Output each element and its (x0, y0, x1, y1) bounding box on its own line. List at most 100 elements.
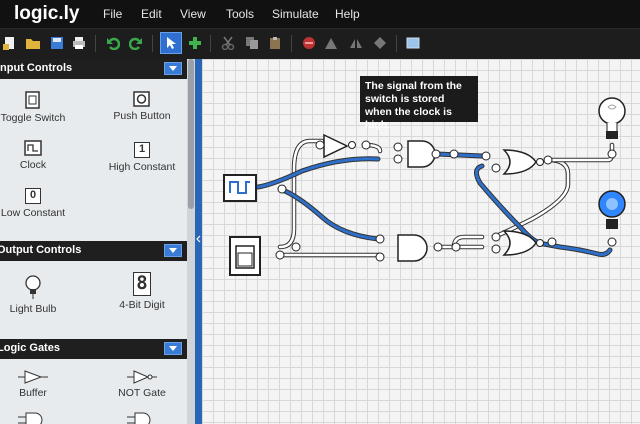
not-gate[interactable] (323, 133, 356, 159)
palette-light-bulb[interactable]: Light Bulb (0, 274, 78, 315)
connector[interactable] (491, 244, 501, 254)
paste-icon[interactable] (266, 34, 284, 52)
section-output-controls[interactable]: Output Controls (0, 241, 187, 261)
item-label: Low Constant (0, 207, 66, 219)
menu-edit[interactable]: Edit (141, 7, 162, 21)
palette-and-gate[interactable] (0, 412, 78, 424)
panel-splitter[interactable] (195, 59, 202, 424)
item-label: Light Bulb (9, 303, 57, 315)
connector[interactable] (315, 140, 325, 150)
item-label: High Constant (108, 161, 176, 173)
palette-buffer[interactable]: Buffer (0, 370, 78, 399)
and-gate-bottom[interactable] (397, 234, 428, 262)
open-icon[interactable] (24, 34, 42, 52)
connector[interactable] (543, 155, 553, 165)
wire-on[interactable] (434, 151, 485, 159)
connector[interactable] (607, 149, 617, 159)
item-label: Buffer (19, 387, 47, 399)
menu-view[interactable]: View (180, 7, 206, 21)
menu-tools[interactable]: Tools (226, 7, 255, 21)
item-label: Push Button (113, 110, 171, 122)
item-label: Clock (19, 159, 47, 171)
add-icon[interactable] (186, 34, 204, 52)
light-bulb-off[interactable] (598, 97, 626, 139)
menu-file[interactable]: File (103, 7, 123, 21)
wire-on[interactable] (255, 156, 381, 190)
light-bulb-icon (25, 275, 41, 299)
chevron-down-icon[interactable] (164, 62, 182, 75)
palette-not-gate[interactable]: NOT Gate (97, 370, 187, 399)
connector[interactable] (547, 237, 557, 247)
palette-toggle-switch[interactable]: Toggle Switch (0, 91, 78, 124)
and-gate-icon (18, 412, 43, 424)
sidebar-scrollbar[interactable] (187, 59, 195, 424)
nor-gate-top[interactable] (502, 149, 544, 175)
menu-simulate[interactable]: Simulate (272, 7, 319, 21)
wire-off[interactable] (545, 142, 615, 163)
select-icon[interactable] (160, 32, 182, 54)
item-label: Toggle Switch (0, 112, 66, 124)
nor-gate-bottom[interactable] (502, 230, 544, 256)
sidebar-scrollbar-thumb[interactable] (188, 59, 194, 209)
flip-icon[interactable] (347, 34, 365, 52)
connector[interactable] (277, 184, 287, 194)
component-sidebar: Input Controls Toggle Switch Push Button… (0, 59, 195, 424)
delete-icon[interactable] (300, 34, 318, 52)
wire-on[interactable] (277, 186, 381, 242)
circuit-canvas[interactable]: The signal from the switch is stored whe… (202, 59, 640, 424)
palette-nand-gate[interactable] (97, 412, 187, 424)
print-icon[interactable] (70, 34, 88, 52)
item-label: NOT Gate (118, 387, 166, 399)
item-label: 4-Bit Digit (119, 299, 165, 311)
connector[interactable] (449, 149, 459, 159)
section-input-controls[interactable]: Input Controls (0, 59, 187, 79)
new-icon[interactable] (0, 34, 18, 52)
palette-low-constant[interactable]: 0 Low Constant (0, 188, 78, 219)
light-bulb-on[interactable] (598, 190, 626, 229)
palette-push-button[interactable]: Push Button (97, 91, 187, 122)
wire-off[interactable] (277, 138, 325, 250)
rotate-icon[interactable] (371, 34, 389, 52)
connector[interactable] (431, 149, 441, 159)
save-icon[interactable] (48, 34, 66, 52)
section-title: Input Controls (0, 62, 73, 74)
connector[interactable] (393, 154, 403, 164)
toggle-switch-component[interactable] (229, 236, 261, 276)
chevron-down-icon[interactable] (164, 244, 182, 257)
palette-high-constant[interactable]: 1 High Constant (97, 142, 187, 173)
and-gate-top[interactable] (407, 140, 436, 168)
toolbar (0, 28, 640, 59)
app-logo: logic.ly (14, 3, 80, 24)
chevron-down-icon[interactable] (164, 342, 182, 355)
wire-off[interactable] (491, 157, 571, 240)
connector[interactable] (375, 252, 385, 262)
redo-icon[interactable] (127, 34, 145, 52)
section-title: Logic Gates (0, 342, 60, 354)
connector[interactable] (451, 242, 461, 252)
connector[interactable] (491, 232, 501, 242)
connector[interactable] (481, 151, 491, 161)
buffer-icon (18, 370, 48, 384)
connector[interactable] (275, 250, 285, 260)
toggle-switch-icon (25, 91, 40, 109)
connector[interactable] (433, 242, 443, 252)
menu-help[interactable]: Help (335, 7, 360, 21)
image-icon[interactable] (404, 34, 422, 52)
palette-clock[interactable]: Clock (0, 140, 78, 171)
connector[interactable] (607, 237, 617, 247)
connector[interactable] (361, 140, 371, 150)
connector[interactable] (291, 242, 301, 252)
align-icon[interactable] (322, 34, 340, 52)
circuit-diagram (223, 97, 626, 276)
connector[interactable] (393, 142, 403, 152)
palette-4-bit-digit[interactable]: 8 4-Bit Digit (97, 272, 187, 311)
clock-component[interactable] (223, 174, 257, 202)
circuit-note[interactable]: The signal from the switch is stored whe… (360, 76, 478, 131)
connector[interactable] (375, 234, 385, 244)
connector[interactable] (491, 163, 501, 173)
chevron-left-icon (196, 235, 201, 243)
cut-icon[interactable] (219, 34, 237, 52)
copy-icon[interactable] (243, 34, 261, 52)
undo-icon[interactable] (104, 34, 122, 52)
section-logic-gates[interactable]: Logic Gates (0, 339, 187, 359)
